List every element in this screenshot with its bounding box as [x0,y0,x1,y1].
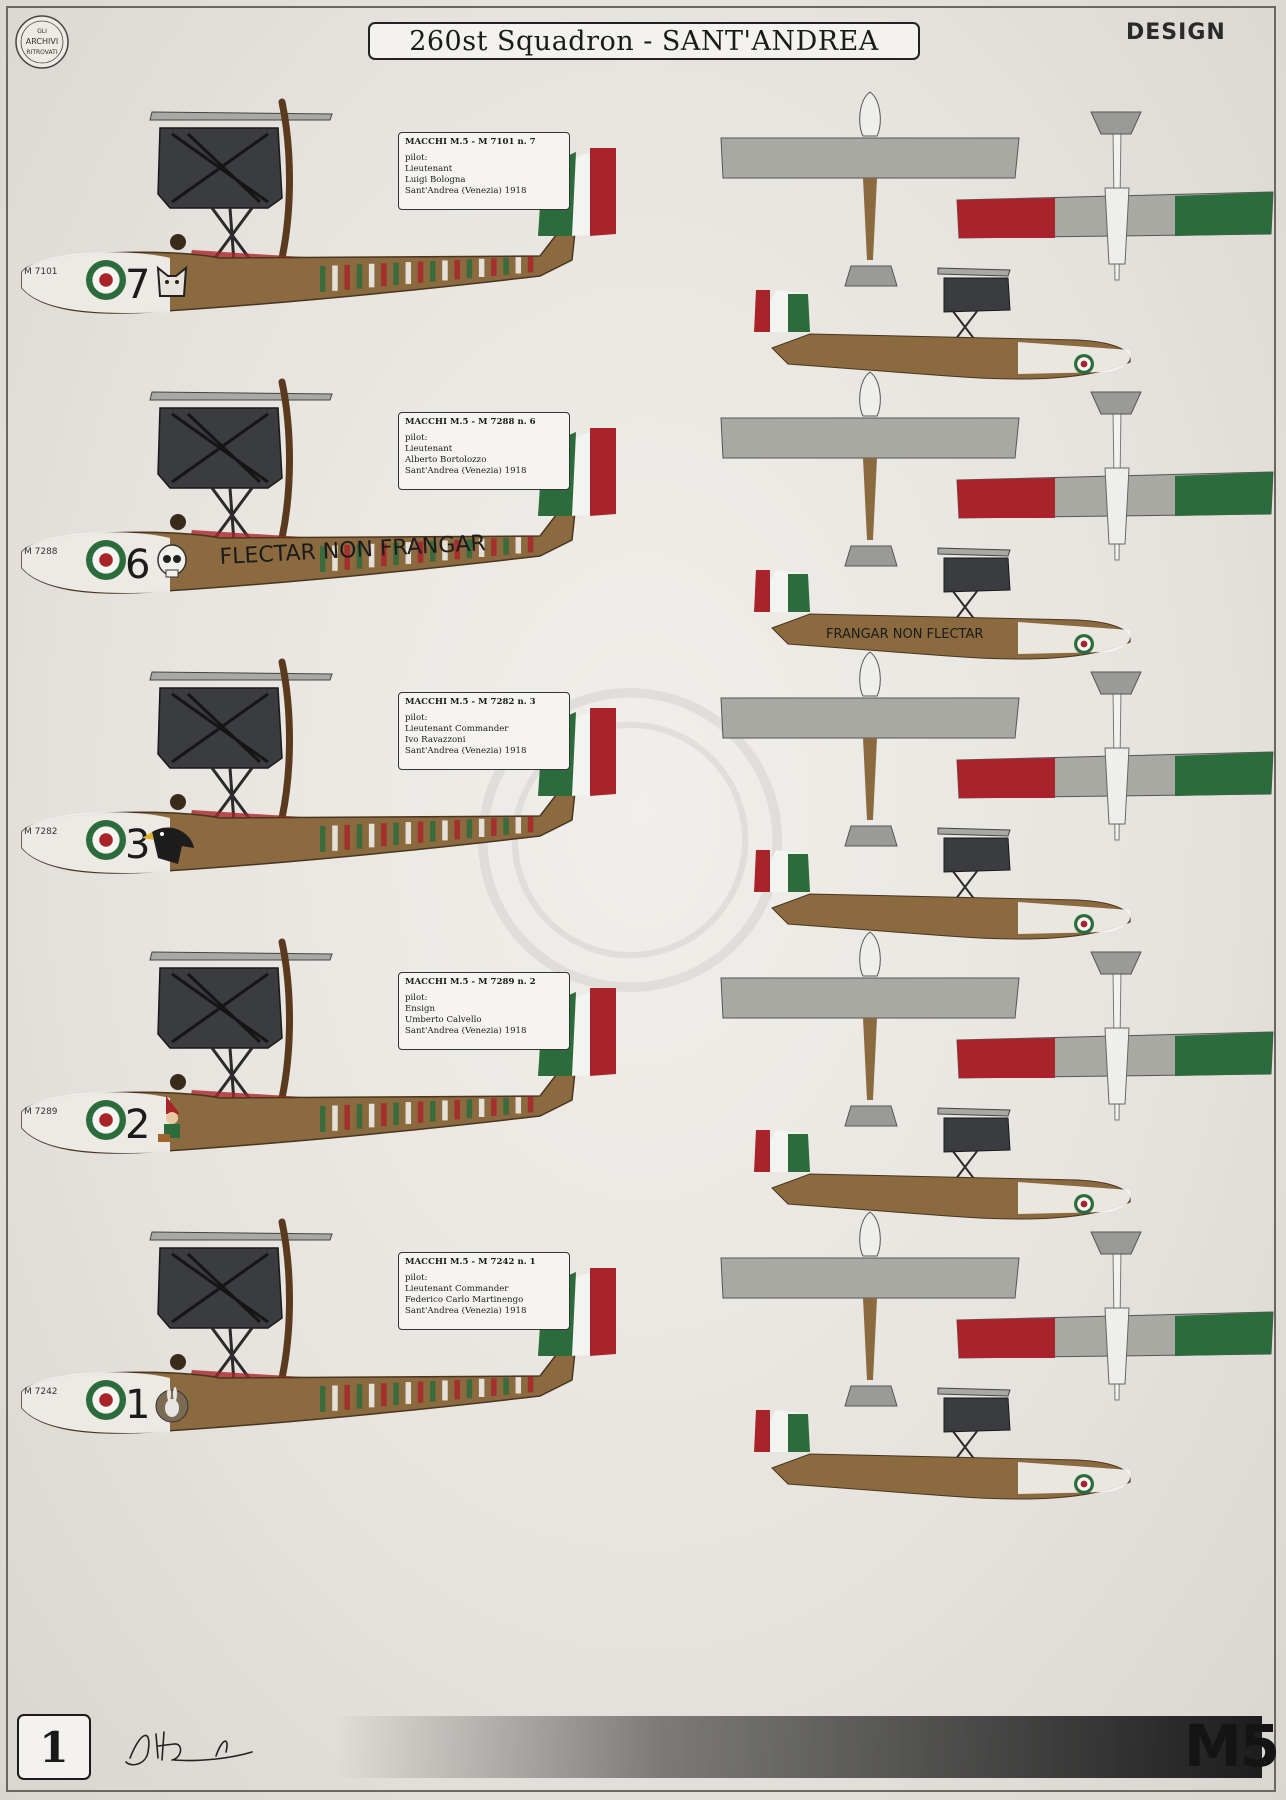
roundel [1074,354,1094,374]
caption-title: MACCHI M.5 - M 7289 n. 2 [405,977,536,987]
side-profile-view: 3 M 7282 [21,658,616,874]
roundel [1074,1474,1094,1494]
side-profile-view: 7 M 7101 [21,98,616,314]
side-profile-view: 2 M 7289 [21,938,616,1154]
aircraft-row: 7 M 7101 MACCHI M.5 - M 7101 n. 7 pilot:… [0,90,1286,412]
top-plan-view [720,371,1020,567]
caption-place: Sant'Andrea (Venezia) 1918 [405,186,527,196]
side-profile-view-right [754,267,1131,380]
aircraft-caption: MACCHI M.5 - M 7242 n. 1 pilot: Lieutena… [398,1252,570,1330]
caption-title: MACCHI M.5 - M 7242 n. 1 [405,1257,536,1267]
side-profile-view-right [754,827,1131,940]
caption-rank: Ensign [405,1004,436,1014]
roundel [1074,914,1094,934]
svg-text:GLI: GLI [37,28,47,35]
side-profile-view-right [754,1107,1131,1220]
wolf-emblem [156,265,188,297]
underside-plan-view [956,111,1274,281]
top-plan-view [720,651,1020,847]
caption-pilot-name: Luigi Bologna [405,175,466,185]
aircraft-number: 7 [125,262,150,308]
caption-pilot-name: Ivo Ravazzoni [405,735,466,745]
caption-rank: Lieutenant [405,444,453,454]
sheet-title: 260st Squadron - SANT'ANDREA [368,22,920,60]
sheet-title-text: 260st Squadron - SANT'ANDREA [409,25,879,57]
serial-number: M 7242 [24,1387,58,1397]
aircraft-caption: MACCHI M.5 - M 7101 n. 7 pilot: Lieutena… [398,132,570,210]
side-profile-view-right: FRANGAR NON FLECTAR [754,547,1131,660]
side-profile-view-right [754,1387,1131,1500]
page-number: 1 [17,1714,91,1780]
serial-number: M 7289 [24,1107,58,1117]
caption-pilot-name: Alberto Bortolozzo [405,455,487,465]
underside-plan-view [956,671,1274,841]
side-profile-view: 1 M 7242 [21,1218,616,1434]
roundel [86,820,126,860]
caption-rank: Lieutenant Commander [405,724,509,734]
rabbit-emblem [155,1387,189,1423]
caption-place: Sant'Andrea (Venezia) 1918 [405,746,527,756]
aircraft-caption: MACCHI M.5 - M 7282 n. 3 pilot: Lieutena… [398,692,570,770]
aircraft-row: 3 M 7282 MACCHI M.5 - M 7282 n. 3 pilot:… [0,650,1286,972]
top-plan-view [720,931,1020,1127]
aircraft-caption: MACCHI M.5 - M 7289 n. 2 pilot: Ensign U… [398,972,570,1050]
caption-title: MACCHI M.5 - M 7282 n. 3 [405,697,536,707]
aircraft-number: 6 [125,542,150,588]
model-mark: M5 [1184,1712,1280,1780]
aircraft-caption: MACCHI M.5 - M 7288 n. 6 pilot: Lieutena… [398,412,570,490]
caption-pilot-label: pilot: [405,993,428,1003]
underside-plan-view [956,391,1274,561]
caption-pilot-label: pilot: [405,153,428,163]
skull-emblem [157,544,187,578]
brand-logo: DESIGN [1126,20,1226,45]
aircraft-row: 1 M 7242 MACCHI M.5 - M 7242 n. 1 pilot:… [0,1210,1286,1532]
caption-title: MACCHI M.5 - M 7101 n. 7 [405,137,536,147]
aircraft-number: 3 [125,822,150,868]
serial-number: M 7288 [24,547,58,557]
brand-text: DESIGN [1126,20,1226,45]
artist-signature [125,1731,253,1766]
side-profile-view: 6 M 7288 FLECTAR NON FRANGAR [21,378,616,594]
underside-plan-view [956,951,1274,1121]
archive-seal-logo: GLI ARCHIVI RITROVATI [15,15,69,69]
roundel [86,540,126,580]
hull-motto-right: FRANGAR NON FLECTAR [826,627,983,642]
caption-place: Sant'Andrea (Venezia) 1918 [405,1026,527,1036]
aircraft-number: 2 [125,1102,150,1148]
page-frame [6,6,1276,1792]
serial-number: M 7101 [24,267,58,277]
caption-rank: Lieutenant [405,164,453,174]
caption-pilot-label: pilot: [405,713,428,723]
aircraft-row: 6 M 7288 FLECTAR NON FRANGAR FRANGAR NON… [0,370,1286,692]
caption-place: Sant'Andrea (Venezia) 1918 [405,466,527,476]
svg-text:RITROVATI: RITROVATI [26,49,57,56]
gnome-emblem [158,1096,180,1142]
underside-plan-view [956,1231,1274,1401]
aircraft-row: 2 M 7289 MACCHI M.5 - M 7289 n. 2 pilot:… [0,930,1286,1252]
caption-rank: Lieutenant Commander [405,1284,509,1294]
caption-pilot-name: Umberto Calvello [405,1015,482,1025]
svg-text:ARCHIVI: ARCHIVI [26,37,58,46]
roundel [86,1100,126,1140]
caption-pilot-name: Federico Carlo Martinengo [405,1295,524,1305]
roundel [86,1380,126,1420]
eagle-emblem [142,827,194,864]
caption-place: Sant'Andrea (Venezia) 1918 [405,1306,527,1316]
roundel [1074,1194,1094,1214]
serial-number: M 7282 [24,827,58,837]
top-plan-view [720,1211,1020,1407]
roundel [1074,634,1094,654]
top-plan-view [720,91,1020,287]
footer-gradient-bar [334,1716,1262,1778]
aircraft-number: 1 [125,1382,150,1428]
caption-pilot-label: pilot: [405,1273,428,1283]
caption-title: MACCHI M.5 - M 7288 n. 6 [405,417,536,427]
caption-pilot-label: pilot: [405,433,428,443]
roundel [86,260,126,300]
page-number-text: 1 [39,1722,69,1772]
